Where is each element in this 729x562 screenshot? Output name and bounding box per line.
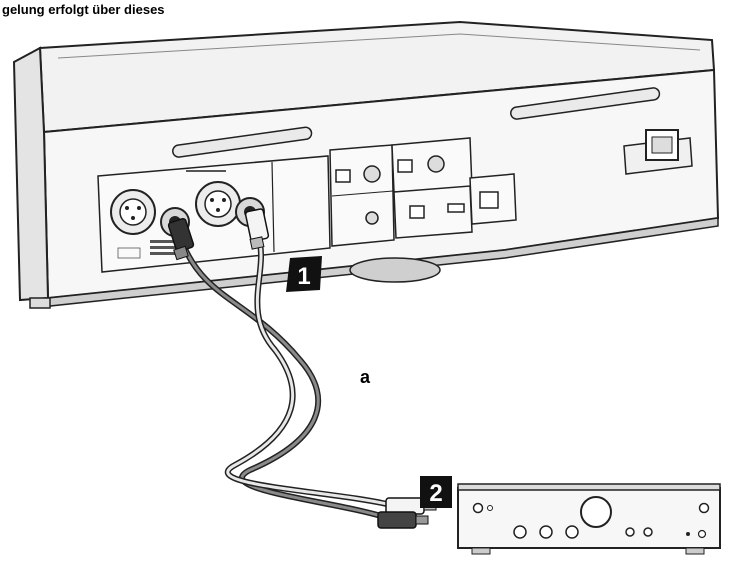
control-out-jack bbox=[365, 211, 379, 225]
amp-small-button-1 bbox=[625, 527, 635, 537]
amplifier-foot-left bbox=[471, 547, 491, 555]
coaxial-out-jack bbox=[363, 165, 381, 183]
optical-in-jack bbox=[397, 159, 413, 173]
player-unit bbox=[12, 20, 720, 309]
player-top-edge bbox=[57, 33, 701, 59]
optical-out-jack bbox=[335, 169, 351, 183]
step-badge-2: 2 bbox=[420, 476, 452, 508]
antenna-left bbox=[172, 126, 313, 158]
xlr-connector-left bbox=[195, 181, 241, 227]
caption-text: gelung erfolgt über dieses bbox=[2, 2, 165, 17]
step-badge-1: 1 bbox=[286, 256, 322, 292]
cable-wire-white-inner bbox=[226, 235, 397, 508]
power-inlet bbox=[623, 129, 693, 175]
rca-plug-player-left bbox=[244, 208, 270, 250]
amp-led-icon bbox=[487, 505, 493, 511]
xlr-connector-right bbox=[110, 189, 156, 235]
digital-out-divider bbox=[331, 190, 394, 197]
amp-dot-1 bbox=[686, 532, 690, 536]
rca-plug-player-right bbox=[167, 217, 195, 261]
amp-knob-1 bbox=[513, 525, 527, 539]
player-foot-left bbox=[29, 297, 51, 309]
antenna-right bbox=[510, 87, 661, 120]
cable-wire-red-inner bbox=[180, 241, 389, 520]
rca-cable bbox=[167, 208, 437, 529]
usb-a-port bbox=[447, 203, 465, 213]
amp-volume-knob bbox=[580, 496, 612, 528]
rca-plug-amp-red bbox=[377, 511, 429, 529]
network-port bbox=[479, 191, 499, 209]
amp-knob-3 bbox=[565, 525, 579, 539]
amp-headphone-jack bbox=[698, 502, 710, 514]
panel-markings bbox=[117, 170, 226, 259]
player-side-panel bbox=[12, 46, 50, 302]
usb-panel bbox=[393, 185, 473, 239]
cable-wire-red bbox=[179, 240, 389, 521]
amplifier-top-edge bbox=[457, 483, 721, 491]
amp-dot-2 bbox=[697, 529, 707, 539]
amp-knob-2 bbox=[539, 525, 553, 539]
usb-b-port bbox=[409, 205, 425, 219]
amplifier-foot-right bbox=[685, 547, 705, 555]
step-badge-1-label: 1 bbox=[297, 263, 310, 290]
player-foot-center bbox=[349, 257, 441, 283]
amplifier-unit bbox=[457, 483, 721, 555]
coaxial-in-jack bbox=[427, 155, 445, 173]
amp-small-button-2 bbox=[643, 527, 653, 537]
step-badge-2-label: 2 bbox=[429, 480, 442, 507]
analog-panel-divider bbox=[271, 161, 275, 253]
amp-power-button-icon bbox=[472, 502, 484, 514]
cable-label: a bbox=[360, 367, 371, 387]
